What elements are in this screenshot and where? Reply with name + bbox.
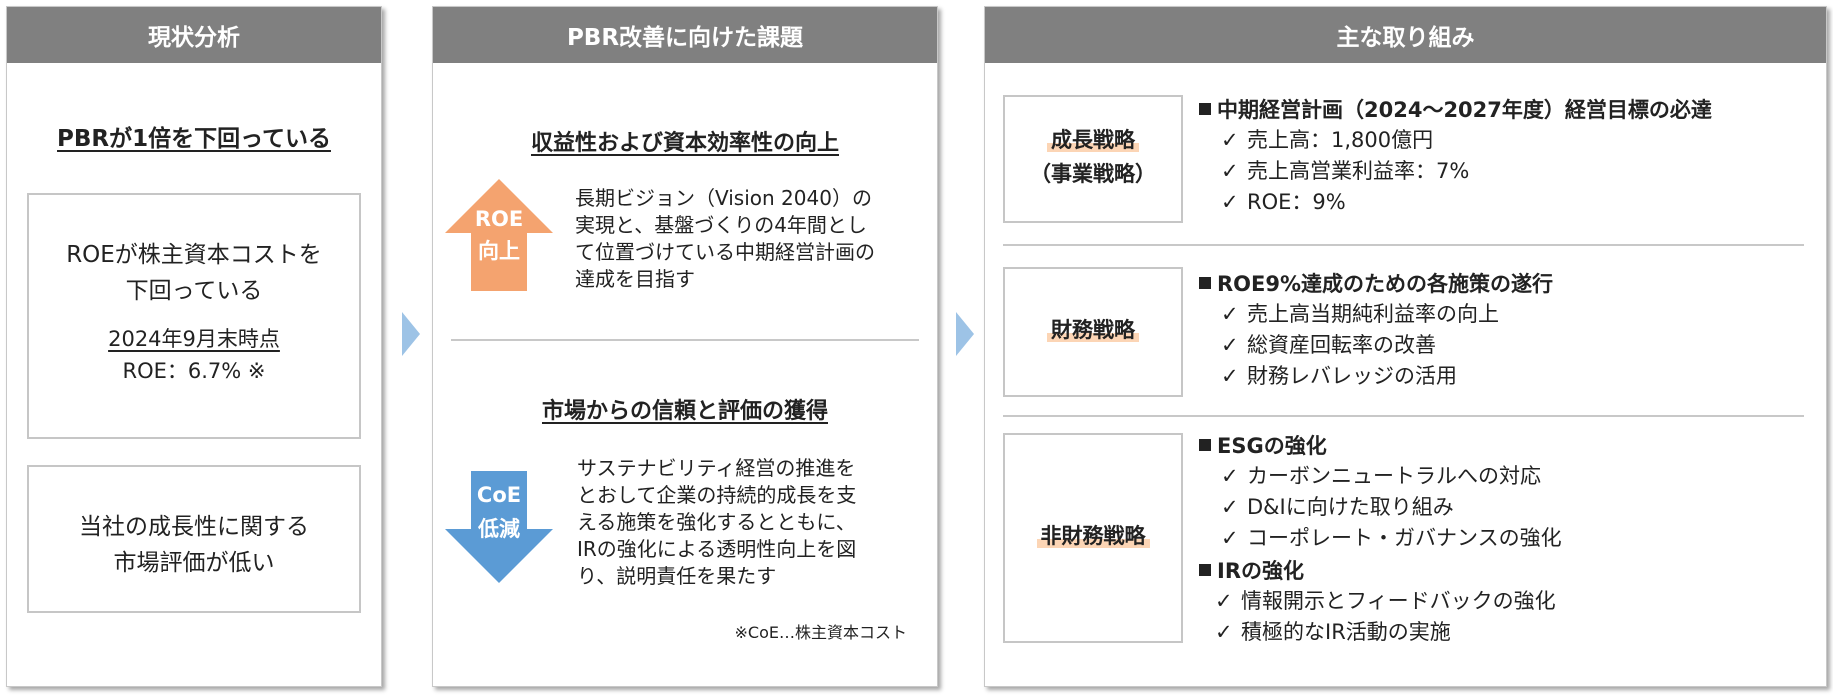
square-bullet-icon — [1199, 277, 1211, 289]
row-divider — [1003, 244, 1804, 246]
panel-pbr-issues: PBR改善に向けた課題 収益性および資本効率性の向上 ROE 向上 長期ビジョン… — [432, 6, 938, 687]
issue1-title: 収益性および資本効率性の向上 — [530, 131, 839, 156]
market-eval-line1: 当社の成長性に関する — [79, 514, 309, 540]
issue2-title: 市場からの信頼と評価の獲得 — [541, 399, 828, 424]
coe-footnote: ※CoE…株主資本コスト — [734, 623, 907, 642]
check-icon: ✓ — [1221, 495, 1239, 519]
roe-date: 2024年9月末時点 — [108, 327, 280, 351]
check-icon: ✓ — [1221, 364, 1239, 388]
panel-header: 主な取り組み — [985, 7, 1826, 63]
growth-strategy-label-line2: （事業戦略） — [1030, 162, 1156, 186]
roe-box: ROEが株主資本コストを 下回っている 2024年9月末時点 ROE：6.7% … — [27, 193, 361, 439]
issue2-description: サステナビリティ経営の推進を とおして企業の持続的成長を支 える施策を強化すると… — [577, 455, 856, 590]
check-item: ✓コーポレート・ガバナンスの強化 — [1221, 523, 1562, 554]
issue1-line: 長期ビジョン（Vision 2040）の — [575, 186, 872, 210]
check-item: ✓積極的なIR活動の実施 — [1215, 617, 1562, 648]
issue1-description: 長期ビジョン（Vision 2040）の 実現と、基盤づくりの4年間とし て位置… — [575, 185, 875, 293]
square-bullet-icon — [1199, 564, 1211, 576]
check-item: ✓売上高：1,800億円 — [1221, 125, 1712, 156]
nonfinancial-strategy-content: ESGの強化 ✓カーボンニュートラルへの対応 ✓D&Iに向けた取り組み ✓コーポ… — [1199, 431, 1562, 648]
square-bullet-icon — [1199, 439, 1211, 451]
check-item: ✓情報開示とフィードバックの強化 — [1215, 586, 1562, 617]
check-icon: ✓ — [1221, 464, 1239, 488]
growth-strategy-label: 成長戦略 （事業戦略） — [1005, 123, 1181, 191]
issue1-line: て位置づけている中期経営計画の — [575, 240, 875, 264]
check-icon: ✓ — [1215, 589, 1233, 613]
issue2-line: り、説明責任を果たす — [577, 564, 777, 588]
arrow-down-icon — [445, 471, 553, 583]
issue1-line: 達成を目指す — [575, 267, 695, 291]
roe-box-line1: ROEが株主資本コストを — [66, 242, 322, 268]
growth-strategy-label-line1: 成長戦略 — [1047, 128, 1139, 152]
issue2-line: IRの強化による透明性向上を図 — [577, 537, 857, 561]
check-item: ✓財務レバレッジの活用 — [1221, 361, 1553, 392]
arrow-up-icon — [445, 179, 553, 291]
panel-header: PBR改善に向けた課題 — [433, 7, 937, 63]
check-icon: ✓ — [1221, 128, 1239, 152]
arrow-up-label2: 向上 — [478, 239, 520, 263]
financial-strategy-label-box: 財務戦略 — [1003, 267, 1183, 397]
check-item: ✓カーボンニュートラルへの対応 — [1221, 461, 1562, 492]
growth-strategy-content: 中期経営計画（2024～2027年度）経営目標の必達 ✓売上高：1,800億円 … — [1199, 95, 1712, 218]
issue2-line: とおして企業の持続的成長を支 — [577, 483, 857, 507]
financial-strategy-label-line1: 財務戦略 — [1047, 318, 1139, 342]
market-eval-line2: 市場評価が低い — [113, 550, 275, 576]
issue-divider — [451, 339, 919, 341]
check-item: ✓売上高営業利益率：7% — [1221, 156, 1712, 187]
issue1-line: 実現と、基盤づくりの4年間とし — [575, 213, 867, 237]
financial-strategy-label: 財務戦略 — [1005, 313, 1181, 347]
financial-strategy-content: ROE9%達成のための各施策の遂行 ✓売上高当期純利益率の向上 ✓総資産回転率の… — [1199, 269, 1553, 392]
chevron-right-icon — [402, 312, 420, 356]
nonfinancial-strategy-label-line1: 非財務戦略 — [1036, 524, 1150, 548]
financial-strategy-section-title: ROE9%達成のための各施策の遂行 — [1199, 269, 1553, 299]
square-bullet-icon — [1199, 103, 1211, 115]
panel-current-analysis: 現状分析 PBRが1倍を下回っている ROEが株主資本コストを 下回っている 2… — [6, 6, 382, 687]
row-divider — [1003, 415, 1804, 417]
check-icon: ✓ — [1221, 302, 1239, 326]
issue2-line: サステナビリティ経営の推進を — [577, 456, 856, 480]
nonfinancial-strategy-label-box: 非財務戦略 — [1003, 433, 1183, 643]
issue2-line: える施策を強化するとともに、 — [577, 510, 856, 534]
growth-strategy-section-title: 中期経営計画（2024～2027年度）経営目標の必達 — [1199, 95, 1712, 125]
check-item: ✓D&Iに向けた取り組み — [1221, 492, 1562, 523]
arrow-down-label2: 低減 — [478, 517, 520, 541]
market-eval-box: 当社の成長性に関する 市場評価が低い — [27, 465, 361, 613]
ir-section-title: IRの強化 — [1199, 556, 1562, 586]
nonfinancial-strategy-label: 非財務戦略 — [1005, 519, 1181, 553]
check-item: ✓ROE：9% — [1221, 187, 1712, 218]
pbr-heading: PBRが1倍を下回っている — [57, 126, 331, 152]
esg-section-title: ESGの強化 — [1199, 431, 1562, 461]
check-icon: ✓ — [1221, 526, 1239, 550]
check-icon: ✓ — [1221, 333, 1239, 357]
roe-box-line2: 下回っている — [125, 278, 263, 304]
roe-value: ROE：6.7% ※ — [122, 359, 266, 383]
check-icon: ✓ — [1215, 620, 1233, 644]
check-item: ✓売上高当期純利益率の向上 — [1221, 299, 1553, 330]
growth-strategy-label-box: 成長戦略 （事業戦略） — [1003, 95, 1183, 223]
panel-header: 現状分析 — [7, 7, 381, 63]
check-icon: ✓ — [1221, 159, 1239, 183]
arrow-up-label1: ROE — [474, 207, 524, 231]
panel-main-initiatives: 主な取り組み 成長戦略 （事業戦略） 中期経営計画（2024～2027年度）経営… — [984, 6, 1827, 687]
chevron-right-icon — [956, 312, 974, 356]
check-item: ✓総資産回転率の改善 — [1221, 330, 1553, 361]
check-icon: ✓ — [1221, 190, 1239, 214]
arrow-down-label1: CoE — [476, 483, 522, 507]
